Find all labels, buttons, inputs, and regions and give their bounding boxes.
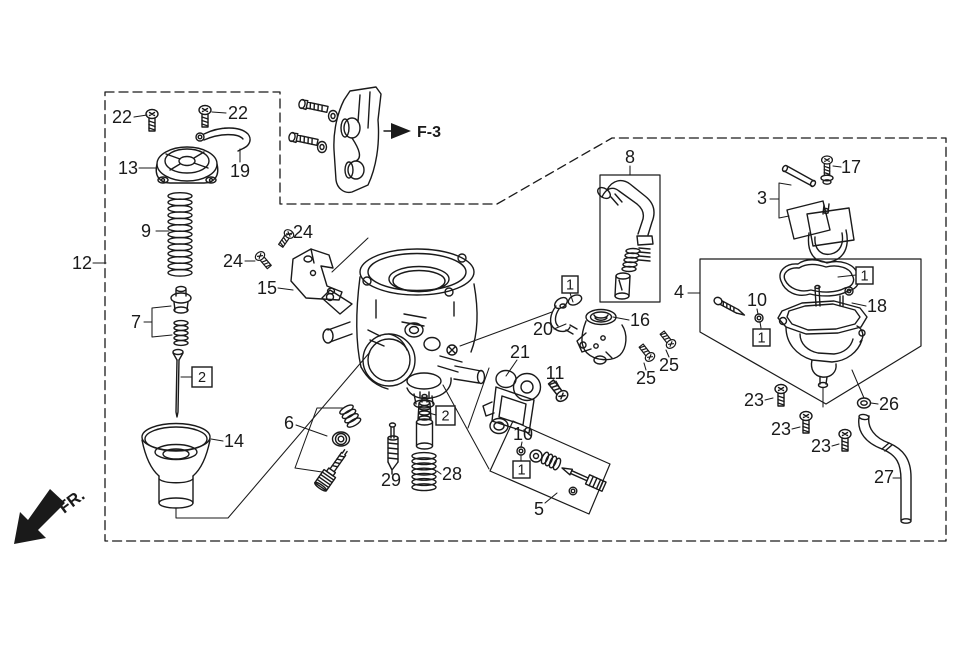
part-3-float bbox=[781, 164, 855, 263]
front-direction-label: FR. bbox=[55, 486, 88, 518]
callout-28: 28 bbox=[442, 464, 462, 484]
boxed-callout-2-needle bbox=[191, 366, 213, 388]
boxed-label-2-needle: 2 bbox=[198, 370, 206, 386]
boxed-label-1-box5: 1 bbox=[517, 463, 525, 479]
drain-screw bbox=[713, 296, 746, 316]
callout-16: 16 bbox=[630, 310, 650, 330]
callout-5: 5 bbox=[534, 499, 544, 519]
f3-bracket-part bbox=[333, 86, 382, 194]
part-29-jet-needle bbox=[387, 422, 399, 475]
part-23-screw-2 bbox=[799, 410, 813, 434]
part-25-screw-right bbox=[657, 328, 678, 351]
callout-15: 15 bbox=[257, 278, 277, 298]
carburetor-body bbox=[321, 248, 486, 409]
part-23-screw-1 bbox=[774, 383, 788, 407]
callout-labels: 22 22 13 19 9 12 7 14 24 24 15 6 29 28 5… bbox=[72, 103, 899, 519]
boxed-callouts bbox=[191, 266, 874, 479]
leader-lines bbox=[92, 111, 901, 519]
boxed-callout-1-clip bbox=[561, 275, 579, 294]
part-22-screw-left bbox=[145, 108, 159, 132]
callout-10-box5: 10 bbox=[513, 424, 533, 444]
part-10-oring-box4 bbox=[754, 313, 764, 323]
f3-bolt-1 bbox=[298, 98, 329, 114]
fr-arrow bbox=[14, 489, 65, 544]
callout-8: 8 bbox=[625, 147, 635, 167]
callout-24-upper: 24 bbox=[293, 222, 313, 242]
callout-10-box4: 10 bbox=[747, 290, 767, 310]
part-26-oring bbox=[856, 397, 872, 409]
part-28-spring bbox=[411, 451, 437, 492]
inset-box-8 bbox=[597, 174, 661, 303]
part-13-top-cover bbox=[155, 146, 219, 184]
pilot-screw bbox=[561, 467, 607, 492]
callout-14: 14 bbox=[224, 431, 244, 451]
callout-11: 11 bbox=[546, 363, 565, 383]
boxed-label-1-box4: 1 bbox=[757, 331, 765, 347]
f3-bolt-2 bbox=[288, 131, 319, 147]
boxed-callout-1-box4 bbox=[752, 328, 771, 347]
callout-23-3: 23 bbox=[811, 436, 831, 456]
f3-arrow bbox=[383, 123, 411, 139]
callout-6: 6 bbox=[284, 413, 294, 433]
callout-29: 29 bbox=[381, 470, 401, 490]
part-10-oring-box5 bbox=[516, 446, 526, 456]
callout-22-right: 22 bbox=[228, 103, 248, 123]
callout-9: 9 bbox=[141, 221, 151, 241]
part-14-vacuum-piston bbox=[141, 422, 211, 509]
callout-19: 19 bbox=[230, 161, 250, 181]
callout-25-left: 25 bbox=[636, 368, 656, 388]
callout-3: 3 bbox=[757, 188, 767, 208]
callout-17: 17 bbox=[841, 157, 861, 177]
part-16-valve-body bbox=[576, 308, 627, 365]
callout-27: 27 bbox=[874, 467, 894, 487]
inset-box-4 bbox=[699, 258, 922, 405]
part-2-jet-needle-rod bbox=[172, 348, 184, 418]
part-6-air-screw-set bbox=[314, 404, 362, 492]
part-22-screw-right bbox=[198, 104, 212, 128]
part-17-screw bbox=[820, 155, 834, 185]
callout-4: 4 bbox=[674, 282, 684, 302]
part-23-screw-3 bbox=[838, 428, 852, 452]
boxed-label-2-holder: 2 bbox=[441, 409, 449, 425]
callout-23-2: 23 bbox=[771, 419, 791, 439]
boxed-callout-1-gasket bbox=[855, 266, 874, 285]
callout-7: 7 bbox=[131, 312, 141, 332]
inset-box-5 bbox=[489, 420, 611, 515]
callout-21: 21 bbox=[510, 342, 530, 362]
callout-18: 18 bbox=[867, 296, 887, 316]
part-9-compression-spring bbox=[167, 191, 193, 277]
callout-13: 13 bbox=[118, 158, 138, 178]
callout-24-lower: 24 bbox=[223, 251, 243, 271]
callout-12: 12 bbox=[72, 253, 92, 273]
callout-25-right: 25 bbox=[659, 355, 679, 375]
figure-reference-label: F-3 bbox=[417, 124, 441, 141]
callout-23-1: 23 bbox=[744, 390, 764, 410]
boxed-callout-2-holder bbox=[435, 405, 456, 426]
part-19-link-rod bbox=[195, 127, 251, 152]
assembly-boundary-dashed bbox=[104, 91, 947, 542]
boxed-label-1-gasket: 1 bbox=[860, 269, 868, 285]
boxed-label-1-clip: 1 bbox=[566, 278, 574, 294]
part-25-screw-left bbox=[636, 341, 657, 364]
part-7-needle-seat-set bbox=[170, 285, 192, 347]
part-18-float-bowl bbox=[777, 284, 868, 389]
boxed-callout-1-box5 bbox=[512, 460, 531, 479]
callout-26: 26 bbox=[879, 394, 899, 414]
inset-f3-bracket bbox=[288, 86, 411, 194]
callout-20: 20 bbox=[533, 319, 553, 339]
part-24-screw-lower bbox=[253, 249, 274, 271]
callout-22-left: 22 bbox=[112, 107, 132, 127]
part-2-needle-jet-holder bbox=[415, 393, 434, 450]
part-27-drain-hose bbox=[858, 413, 912, 524]
